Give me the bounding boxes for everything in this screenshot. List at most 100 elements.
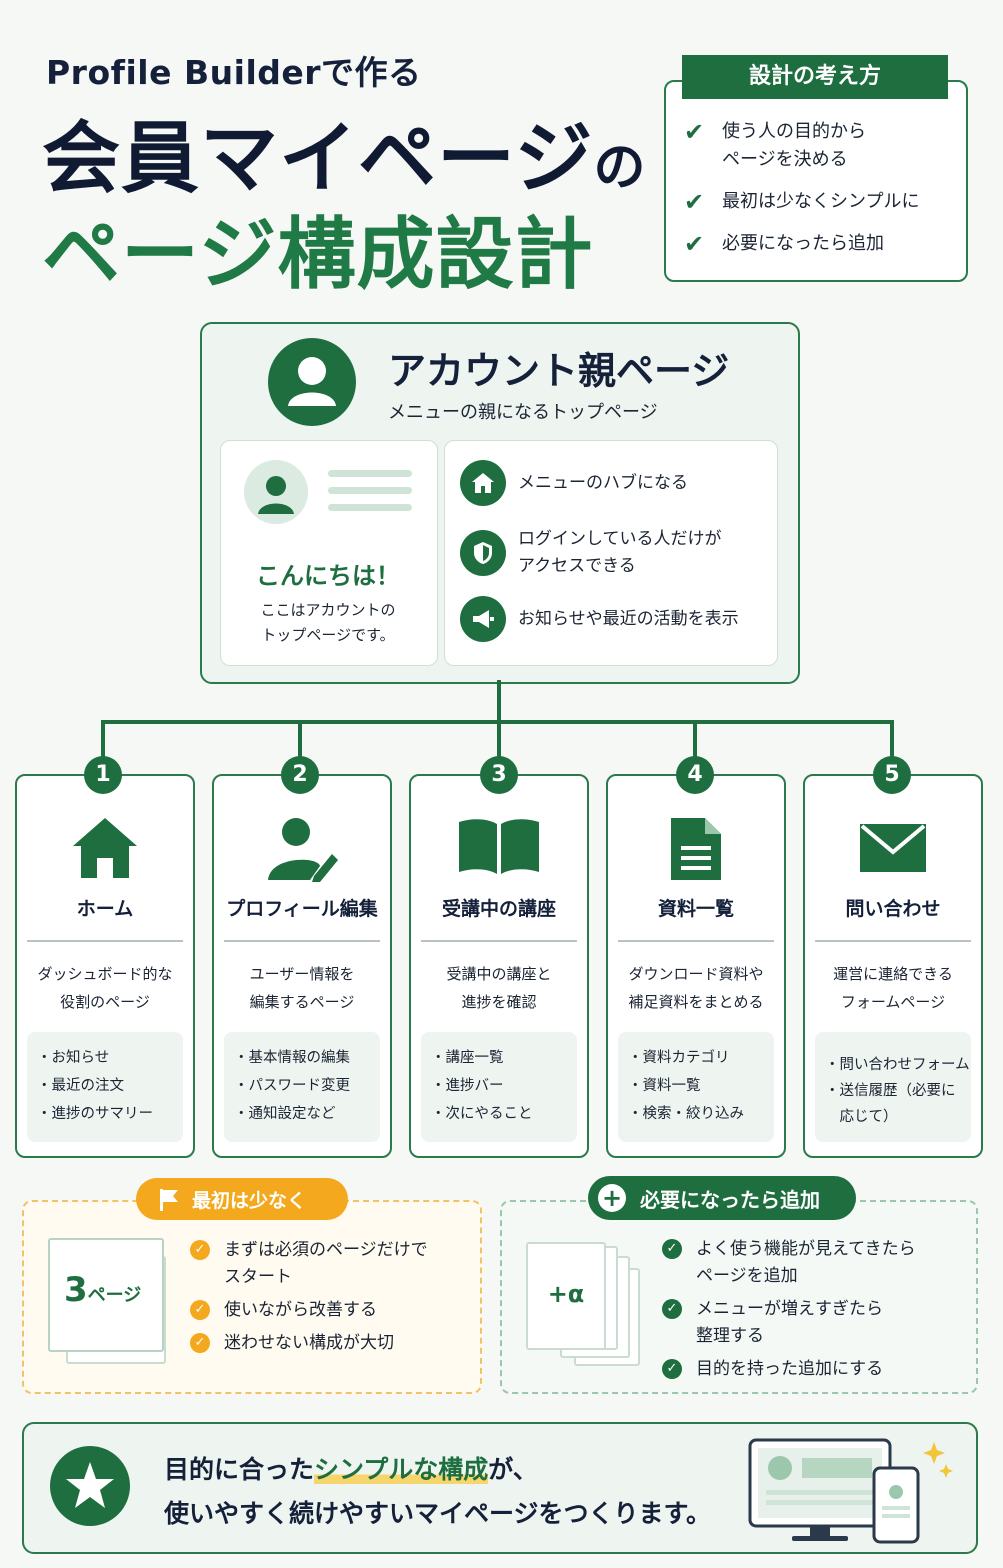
list-item: ✓ メニューが増えすぎたら 整理する [662,1296,962,1350]
page-card-profile-edit: プロフィール編集 ユーザー情報を 編集するページ ・基本情報の編集 ・パスワード… [212,774,392,1158]
list-item-text: メニューが増えすぎたら 整理する [696,1299,883,1346]
divider [618,940,774,942]
page-count-number: 3 [64,1270,88,1310]
philosophy-item-text: 最初は少なくシンプルに [722,191,920,212]
list-item-text: 迷わせない構成が大切 [224,1333,394,1353]
list-item: ・資料一覧 [628,1078,701,1094]
list-item: ✓ 迷わせない構成が大切 [190,1330,470,1357]
list-item: ・パスワード変更 [234,1078,350,1094]
check-icon: ✓ [662,1359,682,1379]
list-item: ・講座一覧 [431,1050,504,1066]
philosophy-item: ✔使う人の目的から ページを決める [684,118,954,174]
document-stack-front: +α [526,1242,606,1350]
list-item-text: まずは必須のページだけで スタート [224,1240,428,1287]
greeting-title: こんにちは！ [256,562,400,590]
card-list-box [224,1032,380,1142]
page-card-courses: 受講中の講座 受講中の講座と 進捗を確認 ・講座一覧 ・進捗バー ・次にやること [409,774,589,1158]
list-item: ・進捗バー [431,1078,504,1094]
page-card-home: ホーム ダッシュボード的な 役割のページ ・お知らせ ・最近の注文 ・進捗のサマ… [15,774,195,1158]
list-item: ・通知設定など [234,1106,336,1122]
start-small-list: ✓ まずは必須のページだけで スタート ✓ 使いながら改善する ✓ 迷わせない構成が大… [190,1237,470,1363]
card-description: ダッシュボード的な 役割のページ [37,965,173,1011]
page-subtitle: Profile Builderで作る [46,53,422,92]
card-list-box [815,1032,971,1142]
list-item: ・問い合わせフォーム [825,1057,970,1073]
page-title-line1: 会員マイページの [42,96,646,208]
check-icon: ✓ [190,1300,210,1320]
account-title: アカウント親ページ [388,349,730,393]
list-item: ✓ 使いながら改善する [190,1297,470,1324]
add-later-list: ✓よく使う機能が見えてきたら ページを追加 ✓メニューが増えすぎたら 整理する … [662,1236,962,1389]
feature-text: メニューのハブになる [518,472,688,493]
page-number-badge: 2 [281,756,319,794]
tree-connector [890,720,894,760]
star-icon [50,1446,130,1526]
divider [815,940,971,942]
feature-text: ログインしている人だけが アクセスできる [518,529,722,576]
card-list-box [421,1032,577,1142]
list-item-text: よく使う機能が見えてきたら ページを追加 [696,1239,916,1286]
user-icon [268,338,356,426]
check-icon: ✓ [662,1239,682,1259]
document-stack-front: 3ページ [48,1238,164,1352]
shield-icon [460,530,506,576]
page-number-badge: 5 [873,756,911,794]
page-number-badge: 1 [84,756,122,794]
book-icon [457,816,541,880]
tree-connector [298,720,302,760]
card-list-box [27,1032,183,1142]
card-list: ・基本情報の編集 ・パスワード変更 ・通知設定など [234,1044,382,1128]
summary-line2: 使いやすく続けやすいマイページをつくります。 [164,1499,712,1528]
greeting-text: ここはアカウントの トップページです。 [260,601,396,644]
list-item: ・お知らせ [37,1050,110,1066]
card-description: 受講中の講座と 進捗を確認 [446,965,552,1011]
list-item: ・検索・絞り込み [628,1106,744,1122]
feature-text: お知らせや最近の活動を表示 [518,608,739,629]
list-item: ・次にやること [431,1106,533,1122]
list-item: ✓目的を持った追加にする [662,1356,962,1383]
tree-connector [497,680,501,722]
list-item: ・送信履歴（必要に 応じて） [825,1083,956,1125]
check-icon: ✓ [190,1333,210,1353]
check-icon: ✓ [190,1240,210,1260]
tree-connector [101,720,105,760]
page-card-documents: 資料一覧 ダウンロード資料や 補足資料をまとめる ・資料カテゴリ ・資料一覧 ・… [606,774,786,1158]
plus-alpha-badge: +α [547,1280,585,1308]
divider [224,940,380,942]
philosophy-item: ✔必要になったら追加 [684,230,954,258]
page-number-badge: 4 [676,756,714,794]
tree-connector [693,720,697,760]
feature-item: ログインしている人だけが アクセスできる [460,526,722,580]
divider [421,940,577,942]
summary-line1: 目的に合ったシンプルな構成が、 [164,1450,538,1486]
card-title: 資料一覧 [657,898,734,920]
card-list: ・お知らせ ・最近の注文 ・進捗のサマリー [37,1044,185,1128]
card-title: ホーム [76,898,134,920]
page-count-unit: ページ [87,1285,142,1306]
check-icon: ✔ [684,118,705,146]
home-icon [71,816,139,884]
page-number-badge: 3 [480,756,518,794]
card-title: プロフィール編集 [226,898,378,920]
tree-connector [497,720,501,760]
card-description: ユーザー情報を 編集するページ [249,965,355,1011]
philosophy-list: ✔使う人の目的から ページを決める ✔ 最初は少なくシンプルに ✔必要になったら追… [684,118,954,272]
list-item: ・資料カテゴリ [628,1050,730,1066]
add-later-label-text: 必要になったら追加 [640,1187,820,1212]
card-title: 問い合わせ [845,898,941,920]
page-card-contact: 問い合わせ 運営に連絡できる フォームページ ・問い合わせフォーム ・送信履歴（… [803,774,983,1158]
summary-text: が、 [488,1455,538,1484]
start-small-label-text: 最初は少なく [192,1189,307,1212]
list-item-text: 使いながら改善する [224,1300,377,1320]
feature-item: お知らせや最近の活動を表示 [460,596,739,642]
user-edit-icon [266,816,338,886]
account-subtitle: メニューの親になるトップページ [388,402,658,423]
summary-highlight: シンプルな構成 [314,1455,489,1484]
placeholder-line [328,504,412,511]
home-icon [460,460,506,506]
check-icon: ✓ [662,1299,682,1319]
list-item: ✓ まずは必須のページだけで スタート [190,1237,470,1291]
start-small-label: 最初は少なく [136,1178,348,1220]
card-list: ・講座一覧 ・進捗バー ・次にやること [431,1044,579,1128]
card-title: 受講中の講座 [441,898,556,920]
